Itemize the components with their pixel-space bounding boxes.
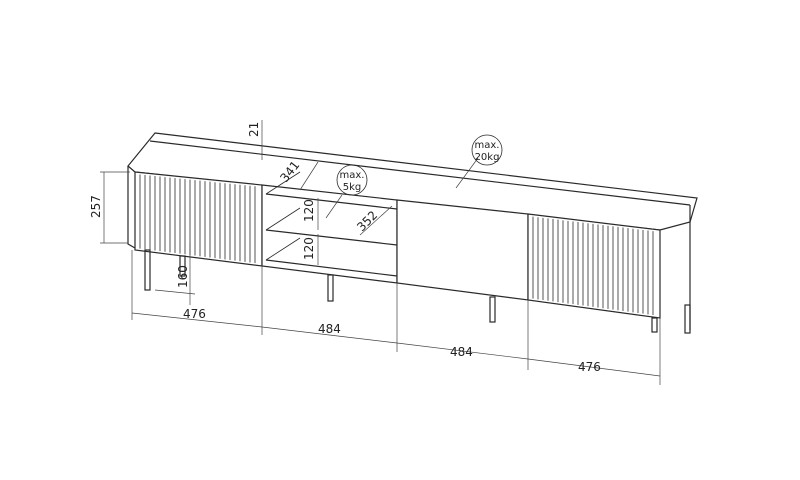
dim-height-body: 257	[89, 195, 103, 218]
load-label-shelf: max. 5kg	[336, 164, 368, 196]
load-top-line1: max.	[475, 140, 500, 151]
left-door-fluted	[134, 171, 263, 267]
load-top-line2: 20kg	[475, 152, 500, 163]
dim-shelf-upper: 120	[302, 199, 316, 222]
right-door-fluted	[527, 213, 661, 319]
dim-width-3: 484	[450, 345, 473, 359]
dimension-lines	[100, 120, 661, 385]
load-shelf-line1: max.	[340, 170, 365, 181]
load-label-top: max. 20kg	[471, 134, 503, 166]
dim-shelf-lower: 120	[302, 237, 316, 260]
dim-width-1: 476	[183, 307, 206, 321]
cabinet-top	[127, 132, 698, 330]
legs	[144, 249, 691, 334]
middle-door	[396, 199, 529, 301]
dim-width-2: 484	[318, 322, 341, 336]
dim-width-4: 476	[578, 360, 601, 374]
dim-top-thickness: 21	[247, 122, 261, 137]
load-shelf-line2: 5kg	[343, 182, 362, 193]
dim-leg-height: 160	[176, 265, 190, 288]
